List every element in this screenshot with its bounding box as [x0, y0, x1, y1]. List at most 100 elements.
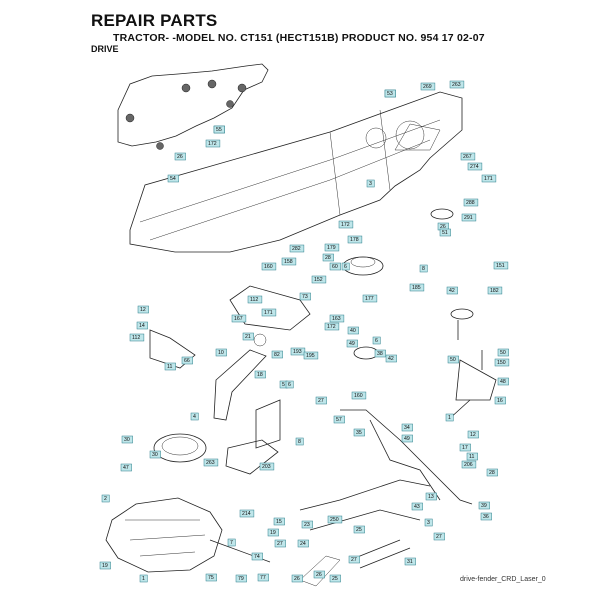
callout-box	[461, 213, 477, 222]
callout-box	[291, 574, 303, 583]
callout-number: 206	[464, 462, 473, 468]
callout-number: 177	[365, 296, 374, 302]
callout-box	[449, 80, 465, 89]
callout-box	[459, 443, 471, 452]
callout-box	[267, 528, 279, 537]
callout-number: 23	[304, 522, 310, 528]
callout-box	[205, 139, 221, 148]
callout-number: 152	[314, 277, 323, 283]
callout-box	[322, 253, 334, 262]
callout-number: 160	[264, 264, 273, 270]
callout-box	[215, 348, 227, 357]
callout-number: 79	[238, 576, 244, 582]
callout-box	[346, 339, 358, 348]
callout-box	[486, 468, 498, 477]
callout-number: 82	[274, 352, 280, 358]
page-title: REPAIR PARTS	[91, 11, 218, 30]
callout-number: 172	[208, 141, 217, 147]
callout-number: 38	[377, 351, 383, 357]
callout-number: 2	[104, 496, 107, 502]
callout-box	[259, 462, 275, 471]
callout-box	[297, 539, 309, 548]
callout-box	[460, 152, 476, 161]
callout-number: 27	[436, 534, 442, 540]
callout-number: 291	[464, 215, 473, 221]
callout-box	[467, 162, 483, 171]
callout-number: 151	[496, 263, 505, 269]
callout-number: 26	[294, 576, 300, 582]
callout-number: 19	[270, 530, 276, 536]
callout-box	[353, 525, 365, 534]
callout-box	[327, 515, 343, 524]
callout-box	[137, 305, 149, 314]
callout-number: 34	[404, 425, 410, 431]
callout-number: 21	[245, 334, 251, 340]
callout-box	[257, 573, 269, 582]
callout-box	[203, 458, 219, 467]
callout-box	[129, 333, 145, 342]
callout-box	[235, 574, 247, 583]
callout-box	[281, 257, 297, 266]
callout-box	[420, 82, 436, 91]
callout-box	[494, 396, 506, 405]
callout-box	[480, 512, 492, 521]
callout-number: 39	[481, 503, 487, 509]
drive-belt	[117, 63, 269, 147]
callout-box	[404, 557, 416, 566]
callout-number: 28	[325, 255, 331, 261]
callout-box	[419, 264, 428, 273]
callout-number: 24	[300, 541, 306, 547]
callout-number: 53	[387, 91, 393, 97]
callout-box	[374, 349, 386, 358]
callout-number: 3	[427, 520, 430, 526]
callout-number: 75	[208, 575, 214, 581]
callout-number: 282	[292, 246, 301, 252]
callout-number: 55	[216, 127, 222, 133]
callout-number: 18	[257, 372, 263, 378]
callout-box	[299, 292, 311, 301]
callout-box	[353, 428, 365, 437]
callout-box	[362, 294, 378, 303]
callout-box	[333, 415, 345, 424]
callout-box	[271, 350, 283, 359]
callout-number: 6	[375, 338, 378, 344]
callout-box	[445, 413, 454, 422]
callout-number: 158	[284, 259, 293, 265]
callout-box	[341, 262, 350, 271]
callout-number: 8	[298, 439, 301, 445]
callout-number: 28	[489, 470, 495, 476]
callout-number: 54	[170, 176, 176, 182]
callout-box	[329, 574, 341, 583]
callout-box	[372, 336, 381, 345]
callout-number: 15	[276, 519, 282, 525]
callout-number: 172	[341, 222, 350, 228]
callout-box	[315, 396, 327, 405]
callout-number: 263	[452, 82, 461, 88]
transaxle-pulley	[153, 433, 207, 463]
callout-number: 288	[466, 200, 475, 206]
callout-number: 112	[132, 335, 140, 341]
callout-number: 171	[264, 310, 273, 316]
pedal-bracket	[455, 359, 497, 401]
callout-box	[494, 358, 510, 367]
callout-number: 179	[327, 245, 336, 251]
callout-box	[181, 356, 193, 365]
callout-box	[261, 262, 277, 271]
callout-box	[481, 174, 497, 183]
callout-box	[251, 552, 263, 561]
callout-number: 112	[250, 297, 258, 303]
callout-box	[447, 355, 459, 364]
callout-box	[463, 198, 479, 207]
callout-box	[295, 437, 304, 446]
callout-number: 171	[484, 176, 493, 182]
callout-number: 74	[254, 554, 260, 560]
callout-box	[401, 434, 413, 443]
callout-number: 13	[428, 494, 434, 500]
callout-box	[164, 362, 176, 371]
callout-number: 42	[449, 288, 455, 294]
callout-number: 60	[332, 264, 338, 270]
pedal-rod	[340, 409, 473, 505]
callout-number: 27	[318, 398, 324, 404]
section-label: DRIVE	[91, 44, 119, 54]
